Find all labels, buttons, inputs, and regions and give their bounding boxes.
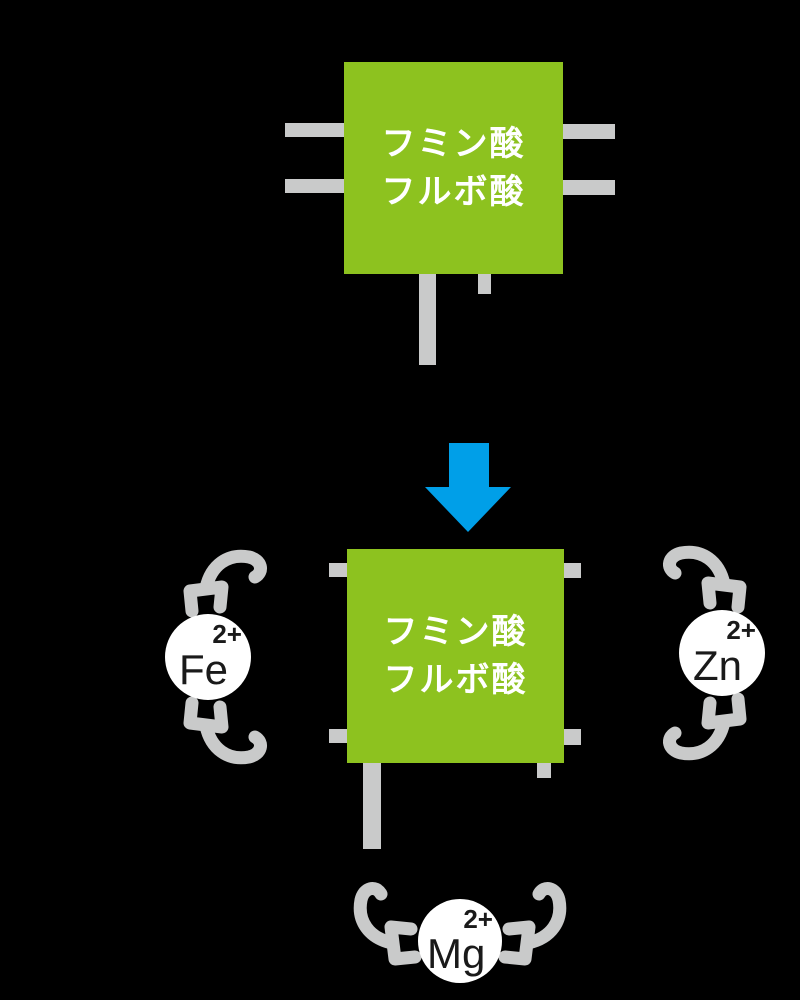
- chelate-claw-icon: [190, 556, 261, 611]
- acid-label-line1: フミン酸: [381, 125, 526, 163]
- magnesium-symbol: Mg: [427, 930, 486, 977]
- bond-line: [363, 763, 381, 849]
- iron-charge: 2+: [212, 619, 242, 649]
- bond-line: [329, 563, 347, 577]
- bond-line: [285, 123, 344, 137]
- acid-label-line2: フルボ酸: [381, 173, 526, 211]
- bond-line: [285, 179, 344, 193]
- magnesium-ion-circle: Mg 2+: [418, 899, 502, 983]
- bond-line: [563, 124, 615, 139]
- magnesium-charge: 2+: [463, 904, 493, 934]
- chelate-claw-icon: [190, 703, 261, 758]
- iron-symbol: Fe: [179, 646, 229, 693]
- chelate-claw-icon: [505, 888, 560, 959]
- acid-label-line1: フミン酸: [383, 613, 528, 651]
- acid-label-line2: フルボ酸: [383, 661, 528, 699]
- zinc-ion-circle: Zn 2+: [679, 610, 765, 696]
- bond-line: [478, 274, 491, 294]
- iron-ion-circle: Fe 2+: [165, 614, 251, 700]
- chelate-claw-icon: [669, 699, 740, 754]
- bond-line: [564, 563, 581, 578]
- bond-line: [329, 729, 347, 743]
- down-arrow-icon: [425, 443, 511, 532]
- bond-line: [537, 763, 551, 778]
- bond-line: [564, 729, 581, 745]
- bond-line: [419, 274, 436, 365]
- zinc-charge: 2+: [726, 615, 756, 645]
- chelate-claw-icon: [360, 888, 415, 959]
- acid-box-top: フミン酸 フルボ酸: [344, 62, 563, 274]
- zinc-symbol: Zn: [693, 642, 743, 689]
- acid-box-bottom: フミン酸 フルボ酸: [347, 549, 564, 763]
- chelate-claw-icon: [669, 552, 740, 607]
- bond-line: [563, 180, 615, 195]
